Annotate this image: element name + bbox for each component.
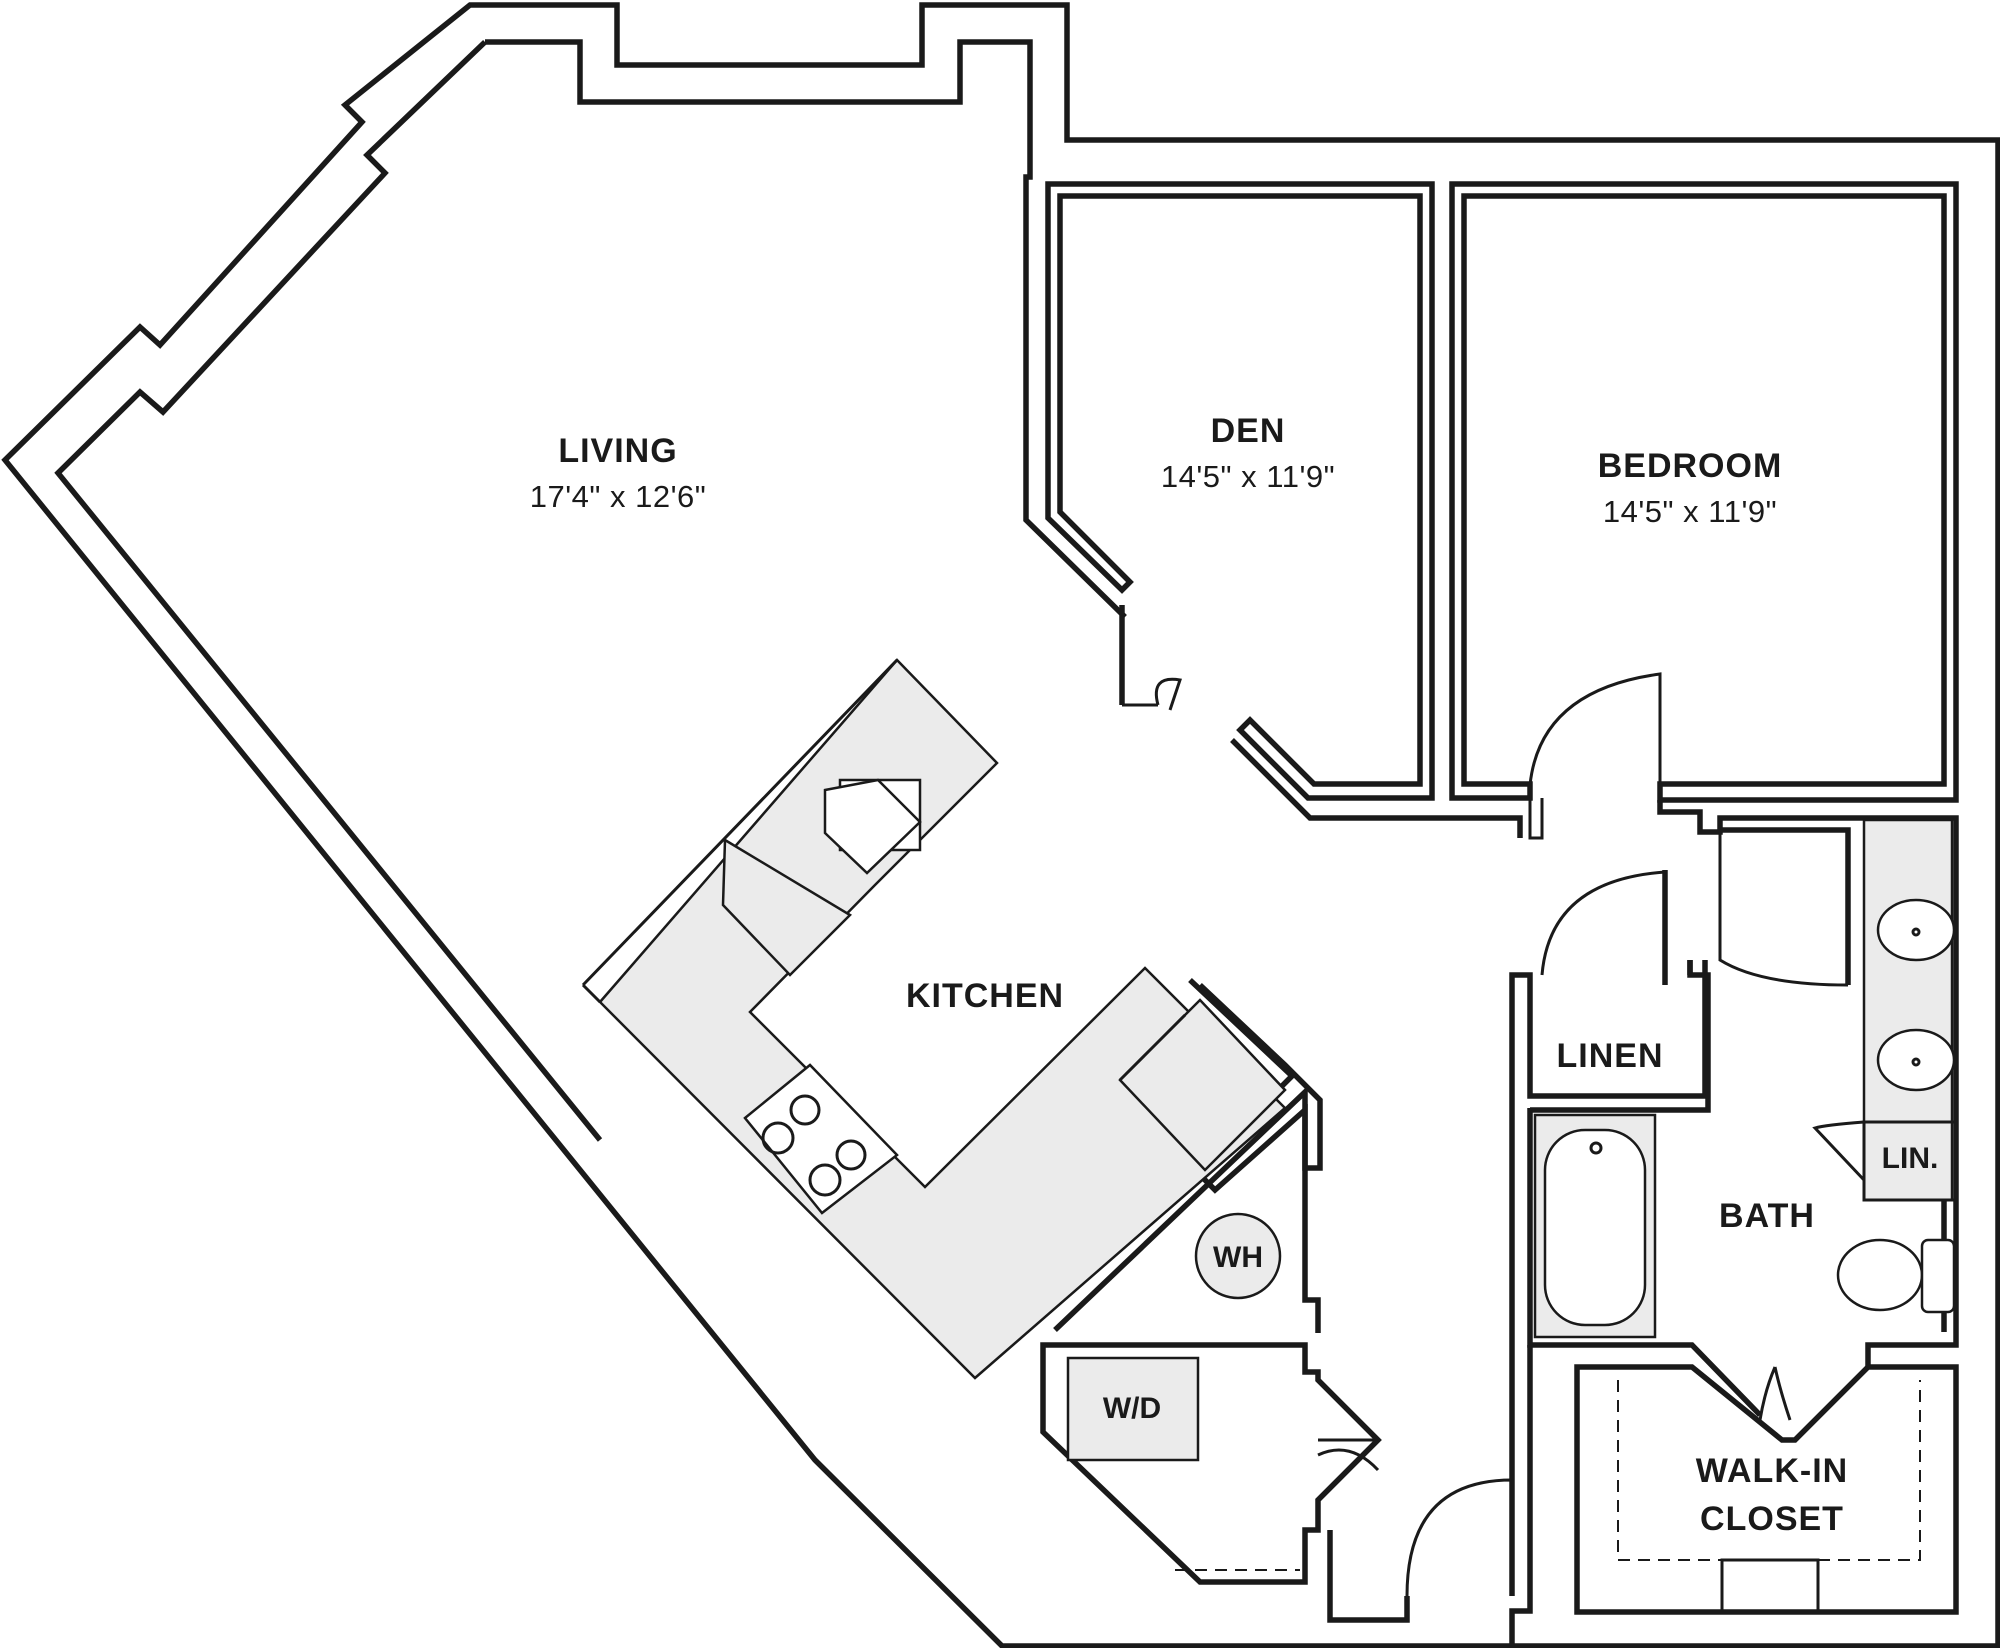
toilet-tank [1920, 1238, 1956, 1314]
bedroom-dimensions: 14'5" x 11'9" [1603, 494, 1777, 529]
living-dimensions: 17'4" x 12'6" [530, 479, 707, 514]
bedroom-label: BEDROOM [1598, 447, 1783, 485]
living-label: LIVING [558, 432, 677, 470]
closet-label: CLOSET [1700, 1500, 1844, 1538]
bath-fixtures [1533, 818, 1958, 1339]
lin-label: LIN. [1882, 1142, 1939, 1175]
range [743, 1063, 899, 1215]
vanity [1862, 818, 1954, 1202]
kitchen-label: KITCHEN [906, 977, 1064, 1015]
water-heater [1194, 1212, 1282, 1300]
wh-label: WH [1213, 1241, 1263, 1274]
wd-label: W/D [1103, 1392, 1161, 1425]
room-labels: LIVING 17'4" x 12'6" DEN 14'5" x 11'9" B… [530, 412, 1939, 1538]
bath-label: BATH [1719, 1197, 1815, 1235]
den-label: DEN [1211, 412, 1286, 450]
bath-walls [1509, 800, 1959, 1596]
closet-walls [1509, 1345, 1959, 1646]
kitchen-counters [581, 658, 1287, 1380]
washer-dryer [1066, 1356, 1200, 1462]
walk-in-label: WALK-IN [1696, 1452, 1848, 1490]
den-dimensions: 14'5" x 11'9" [1161, 459, 1335, 494]
sink-basin [823, 778, 922, 875]
linen-label: LINEN [1557, 1037, 1664, 1075]
dishwasher [721, 837, 853, 977]
bathtub [1543, 1128, 1647, 1327]
bedroom-walls [1449, 181, 1959, 840]
lin-closet [1862, 1120, 1958, 1202]
den-walls [1045, 181, 1523, 838]
utility-fixtures [1066, 1212, 1282, 1462]
toilet [1836, 1238, 1924, 1312]
